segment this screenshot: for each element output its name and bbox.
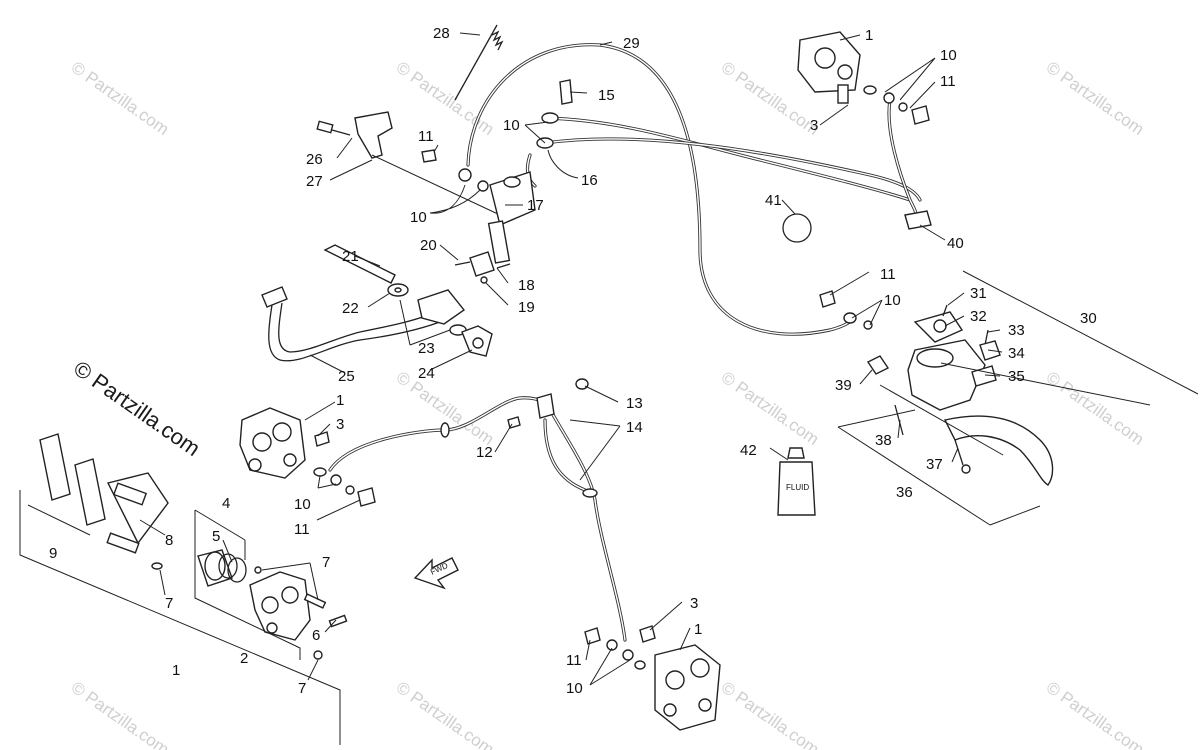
callout-35: 35: [1008, 368, 1025, 385]
callout-3: 3: [336, 416, 344, 433]
hose-bracket-40: [904, 210, 932, 230]
callout-36: 36: [896, 484, 913, 501]
callout-26: 26: [306, 151, 323, 168]
brake-fluid-bottle-42: FLUID: [777, 447, 816, 516]
callout-22: 22: [342, 300, 359, 317]
watermark: © Partzilla.com: [68, 58, 173, 139]
callout-7: 7: [298, 680, 306, 697]
callout-10: 10: [940, 47, 957, 64]
watermark: © Partzilla.com: [1043, 368, 1148, 449]
caliper-front-right: [797, 31, 930, 125]
watermark: © Partzilla.com: [68, 678, 173, 750]
clamp-ring-41: [782, 213, 812, 243]
callout-37: 37: [926, 456, 943, 473]
callout-28: 28: [433, 25, 450, 42]
callout-42: 42: [740, 442, 757, 459]
leader-lines: [139, 32, 1003, 686]
bracket-27: [316, 111, 501, 216]
callout-2: 2: [240, 650, 248, 667]
callout-1: 1: [336, 392, 344, 409]
watermark: © Partzilla.com: [393, 58, 498, 139]
callout-3: 3: [810, 117, 818, 134]
callout-labels: 28 29 15 10 16 17 10 11 26 27 20 18 19 2…: [49, 25, 1097, 697]
callout-6: 6: [312, 627, 320, 644]
callout-7: 7: [165, 595, 173, 612]
callout-1: 1: [694, 621, 702, 638]
callout-18: 18: [518, 277, 535, 294]
callout-14: 14: [626, 419, 643, 436]
callout-5: 5: [212, 528, 220, 545]
callout-4: 4: [222, 495, 230, 512]
callout-34: 34: [1008, 345, 1025, 362]
group-outline-30: [837, 270, 1199, 526]
watermark: © Partzilla.com: [718, 678, 823, 750]
callout-10: 10: [410, 209, 427, 226]
watermark: © Partzilla.com: [393, 678, 498, 750]
callout-24: 24: [418, 365, 435, 382]
master-cylinder-17: [421, 149, 536, 264]
partzilla-watermark: © Partzilla.com: [69, 356, 205, 462]
callout-40: 40: [947, 235, 964, 252]
callout-1: 1: [865, 27, 873, 44]
callout-32: 32: [970, 308, 987, 325]
brake-pedal-25: [261, 286, 467, 362]
callout-21: 21: [342, 248, 359, 265]
callout-17: 17: [527, 197, 544, 214]
callout-11: 11: [566, 652, 582, 669]
callout-38: 38: [875, 432, 892, 449]
watermark: © Partzilla.com: [718, 368, 823, 449]
clip-24: [461, 325, 493, 357]
caliper-rear: [584, 625, 721, 731]
callout-10: 10: [294, 496, 311, 513]
watermark: © Partzilla.com: [1043, 678, 1148, 750]
callout-13: 13: [626, 395, 643, 412]
callout-27: 27: [306, 173, 323, 190]
watermark: © Partzilla.com: [1043, 58, 1148, 139]
callout-33: 33: [1008, 322, 1025, 339]
bottle-label: FLUID: [786, 483, 809, 492]
callout-1: 1: [172, 662, 180, 679]
hose-junction-13: [440, 378, 598, 498]
callout-15: 15: [598, 87, 615, 104]
callout-39: 39: [835, 377, 852, 394]
callout-16: 16: [581, 172, 598, 189]
clevis-20: [454, 251, 511, 284]
callout-30: 30: [1080, 310, 1097, 327]
hand-master-cylinder-30: [819, 290, 1054, 486]
callout-10: 10: [566, 680, 583, 697]
callout-10: 10: [503, 117, 520, 134]
callout-25: 25: [338, 368, 355, 385]
callout-12: 12: [476, 444, 493, 461]
caliper-exploded: [39, 433, 348, 660]
callout-9: 9: [49, 545, 57, 562]
callout-11: 11: [880, 266, 896, 283]
callout-23: 23: [418, 340, 435, 357]
callout-29: 29: [623, 35, 640, 52]
spring-rod-28: [454, 24, 504, 101]
group-lines-bottom-left: [19, 490, 341, 745]
callout-20: 20: [420, 237, 437, 254]
callout-8: 8: [165, 532, 173, 549]
pedal-bolt-21: [323, 244, 409, 297]
callout-19: 19: [518, 299, 535, 316]
callout-7: 7: [322, 554, 330, 571]
callout-11: 11: [418, 128, 434, 145]
fitting-15: [536, 79, 573, 149]
callout-11: 11: [294, 521, 310, 538]
callout-31: 31: [970, 285, 987, 302]
callout-41: 41: [765, 192, 782, 209]
callout-3: 3: [690, 595, 698, 612]
forward-arrow: FWD: [413, 557, 459, 590]
caliper-front-left: [239, 407, 376, 507]
callout-10: 10: [884, 292, 901, 309]
callout-11: 11: [940, 73, 956, 90]
